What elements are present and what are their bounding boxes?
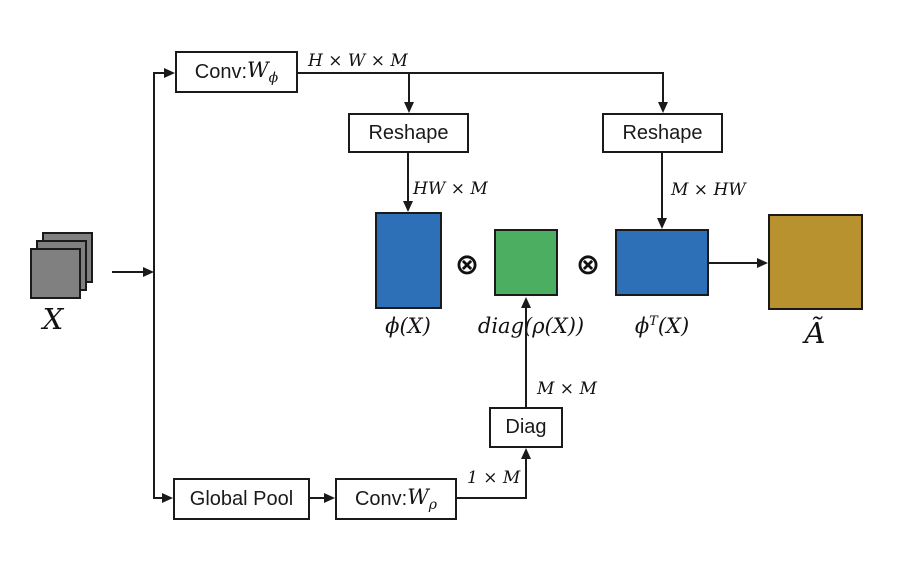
otimes-operator-right: ⊗ — [575, 247, 601, 281]
arrowhead-conv-rho — [324, 493, 335, 503]
reshape-right-label: Reshape — [622, 121, 703, 144]
output-matrix — [768, 214, 863, 310]
reshape-left-box: Reshape — [348, 113, 469, 153]
connector-input-to-trunk — [112, 271, 144, 273]
connector-to-conv-phi — [155, 72, 165, 74]
conv-wrho-prefix: Conv: — [354, 487, 408, 510]
diag-rho-label: diag(ρ(X)) — [477, 314, 585, 338]
diag-rho-matrix — [494, 229, 558, 296]
otimes-operator-left: ⊗ — [454, 247, 480, 281]
conv-wrho-var: Wρ — [407, 484, 438, 514]
conv-wphi-prefix: Conv: — [194, 60, 248, 83]
reshape-left-label: Reshape — [368, 121, 449, 144]
arrowhead-diag-box — [521, 448, 531, 459]
connector-top-horizontal — [298, 72, 664, 74]
connector-drop-reshape-left — [408, 73, 410, 103]
arrowhead-output-matrix — [757, 258, 768, 268]
connector-elbow-vertical — [525, 457, 527, 499]
arrowhead-conv-phi — [164, 68, 175, 78]
arrowhead-input — [143, 267, 154, 277]
arrowhead-diag-rho — [521, 297, 531, 308]
conv-wphi-box: Conv: Wϕ — [175, 51, 298, 93]
diag-label: Diag — [505, 416, 547, 438]
dim-label-hwm: H × W × M — [308, 51, 408, 71]
conv-wrho-box: Conv: Wρ — [335, 478, 457, 520]
diag-box: Diag — [489, 407, 563, 448]
input-label: X — [42, 302, 64, 336]
connector-elbow-horizontal — [457, 497, 527, 499]
dim-label-m-hw: M × HW — [671, 180, 746, 200]
connector-drop-reshape-right — [662, 73, 664, 103]
connector-diag-to-green — [525, 306, 527, 407]
arrowhead-reshape-left — [404, 102, 414, 113]
connector-trunk-vertical — [153, 72, 155, 499]
arrowhead-phit-matrix — [657, 218, 667, 229]
connector-to-global-pool — [153, 497, 163, 499]
dim-label-one-m: 1 × M — [467, 468, 521, 488]
arrowhead-phi-matrix — [403, 201, 413, 212]
phi-transpose-matrix — [615, 229, 709, 296]
reshape-right-box: Reshape — [602, 113, 723, 153]
global-pool-box: Global Pool — [173, 478, 310, 520]
output-label: Ã — [804, 316, 826, 350]
phi-matrix — [375, 212, 442, 309]
connector-reshape-right-to-phit — [661, 153, 663, 219]
conv-wphi-var: Wϕ — [247, 57, 279, 87]
connector-pool-to-conv-rho — [310, 497, 325, 499]
input-tensor-layer-front — [30, 248, 81, 299]
arrowhead-global-pool — [162, 493, 173, 503]
dim-label-m-m: M × M — [537, 379, 597, 399]
phi-transpose-label: ϕT(X) — [634, 314, 690, 338]
arrowhead-reshape-right — [658, 102, 668, 113]
connector-reshape-left-to-phi — [407, 153, 409, 202]
dim-label-hw-m: HW × M — [413, 179, 488, 199]
global-pool-label: Global Pool — [189, 487, 294, 510]
connector-phit-to-output — [709, 262, 758, 264]
phi-label: ϕ(X) — [385, 314, 431, 338]
